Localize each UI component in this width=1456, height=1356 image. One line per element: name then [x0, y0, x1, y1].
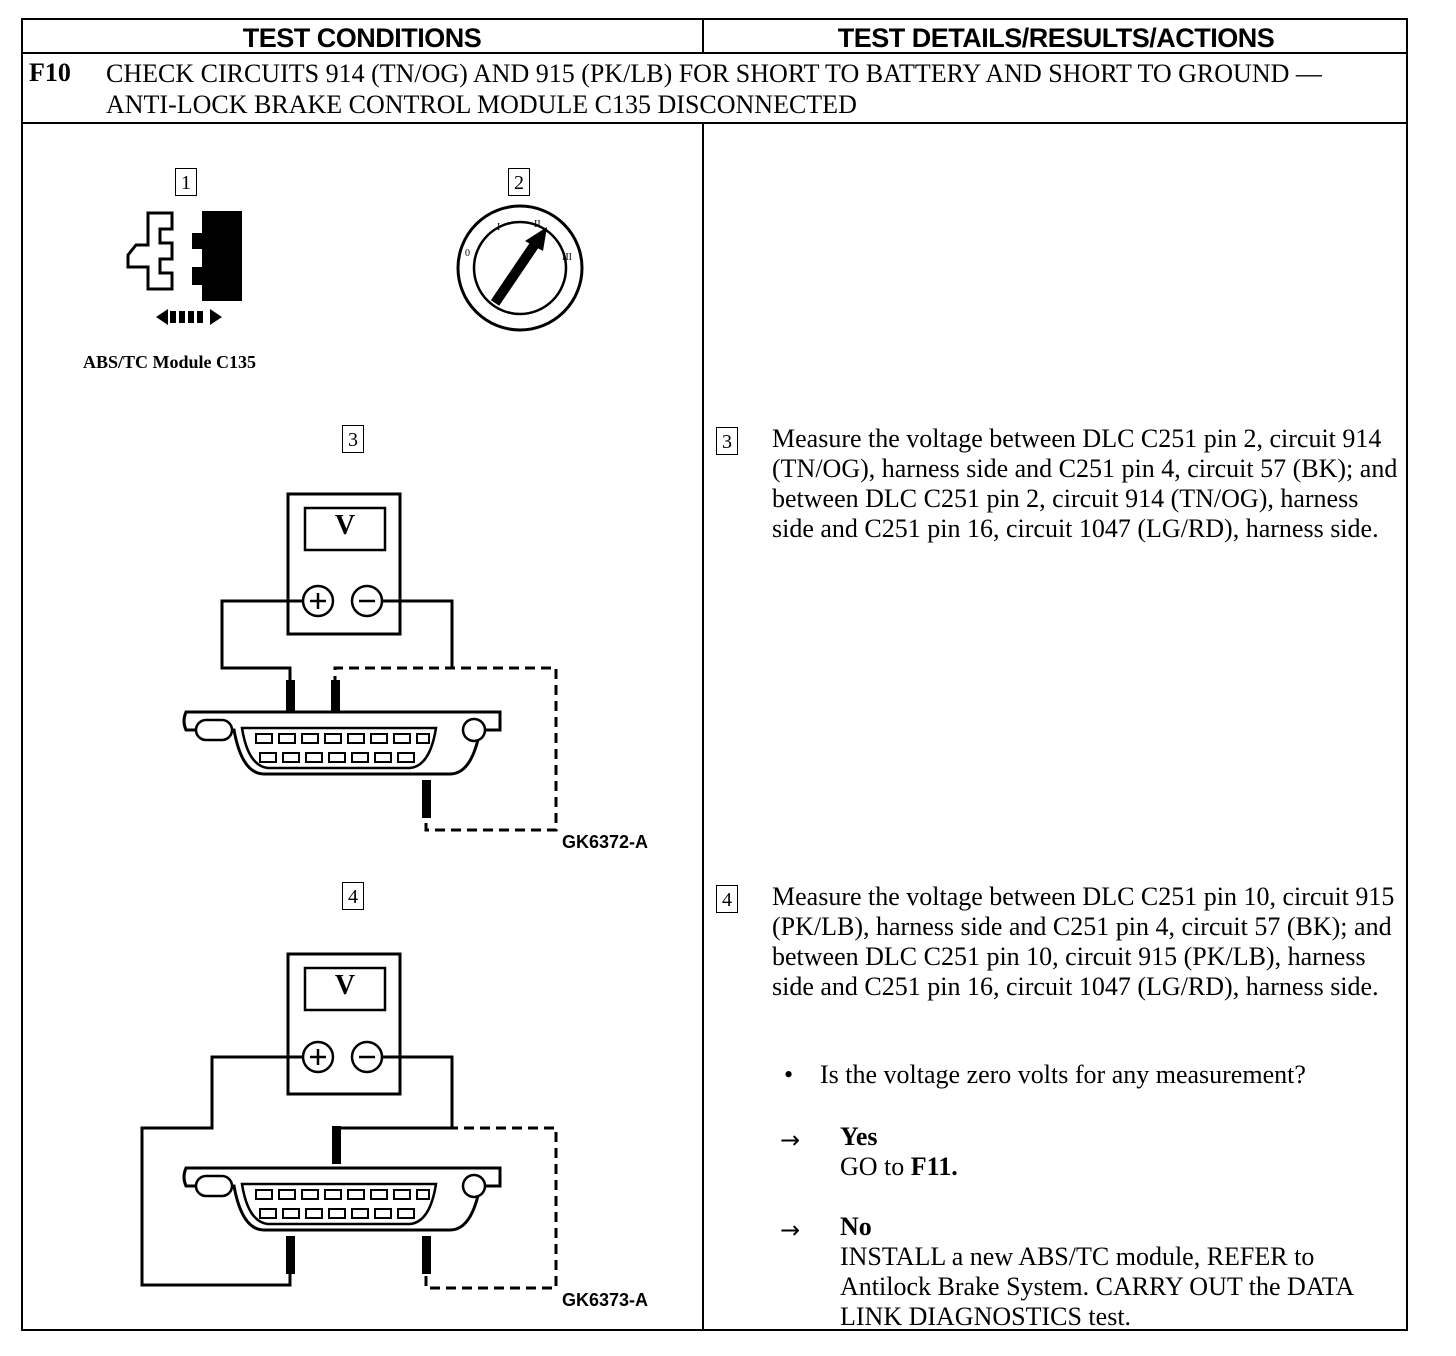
no-action: INSTALL a new ABS/TC module, REFER to An…: [840, 1242, 1353, 1331]
yes-label: Yes: [840, 1122, 878, 1151]
test-title: CHECK CIRCUITS 914 (TN/OG) AND 915 (PK/L…: [106, 59, 1322, 119]
table-frame: [21, 18, 1408, 1331]
yes-action: GO to F11.: [840, 1152, 1420, 1182]
body-column-divider: [702, 122, 704, 1331]
step-3-instruction: Measure the voltage between DLC C251 pin…: [772, 424, 1398, 543]
header-divider: [21, 52, 1408, 54]
question-bullet: •: [784, 1060, 794, 1089]
connector-disconnect-illustration: [126, 211, 242, 325]
ignition-pos-3: III: [562, 252, 572, 263]
question-text: Is the voltage zero volts for any measur…: [820, 1060, 1306, 1089]
title-divider: [21, 122, 1408, 124]
step-2-number: 2: [508, 168, 530, 196]
step-1-number: 1: [175, 168, 197, 196]
step-3-voltmeter-diagram: [182, 492, 558, 832]
yes-arrow-icon: →: [780, 1126, 801, 1154]
step-3-detail-number: 3: [716, 427, 738, 455]
ignition-pos-1: I: [497, 222, 501, 233]
column-header-test-details: TEST DETAILS/RESULTS/ACTIONS: [837, 23, 1275, 53]
step-3-figure-id: GK6372-A: [562, 832, 649, 852]
step-3-meter-label: V: [334, 510, 356, 541]
step-4-detail-number: 4: [716, 885, 738, 913]
ignition-pos-2: II: [534, 219, 541, 230]
step-4-figure-id: GK6373-A: [562, 1290, 649, 1310]
no-label: No: [840, 1212, 872, 1241]
step-3-figure-number: 3: [342, 425, 364, 453]
column-header-test-conditions: TEST CONDITIONS: [242, 23, 482, 53]
ignition-pos-0: 0: [465, 248, 470, 259]
step-4-meter-label: V: [334, 970, 356, 1001]
no-arrow-icon: →: [780, 1216, 801, 1244]
step-4-figure-number: 4: [342, 882, 364, 910]
yes-action-target: F11.: [910, 1152, 958, 1181]
step-4-instruction: Measure the voltage between DLC C251 pin…: [772, 882, 1395, 1001]
test-code: F10: [29, 58, 71, 87]
header-column-divider: [702, 18, 704, 54]
ignition-switch-illustration: [456, 204, 584, 332]
step-4-voltmeter-diagram: [140, 952, 558, 1290]
step-1-caption: ABS/TC Module C135: [83, 352, 257, 372]
yes-action-prefix: GO to: [840, 1152, 905, 1181]
